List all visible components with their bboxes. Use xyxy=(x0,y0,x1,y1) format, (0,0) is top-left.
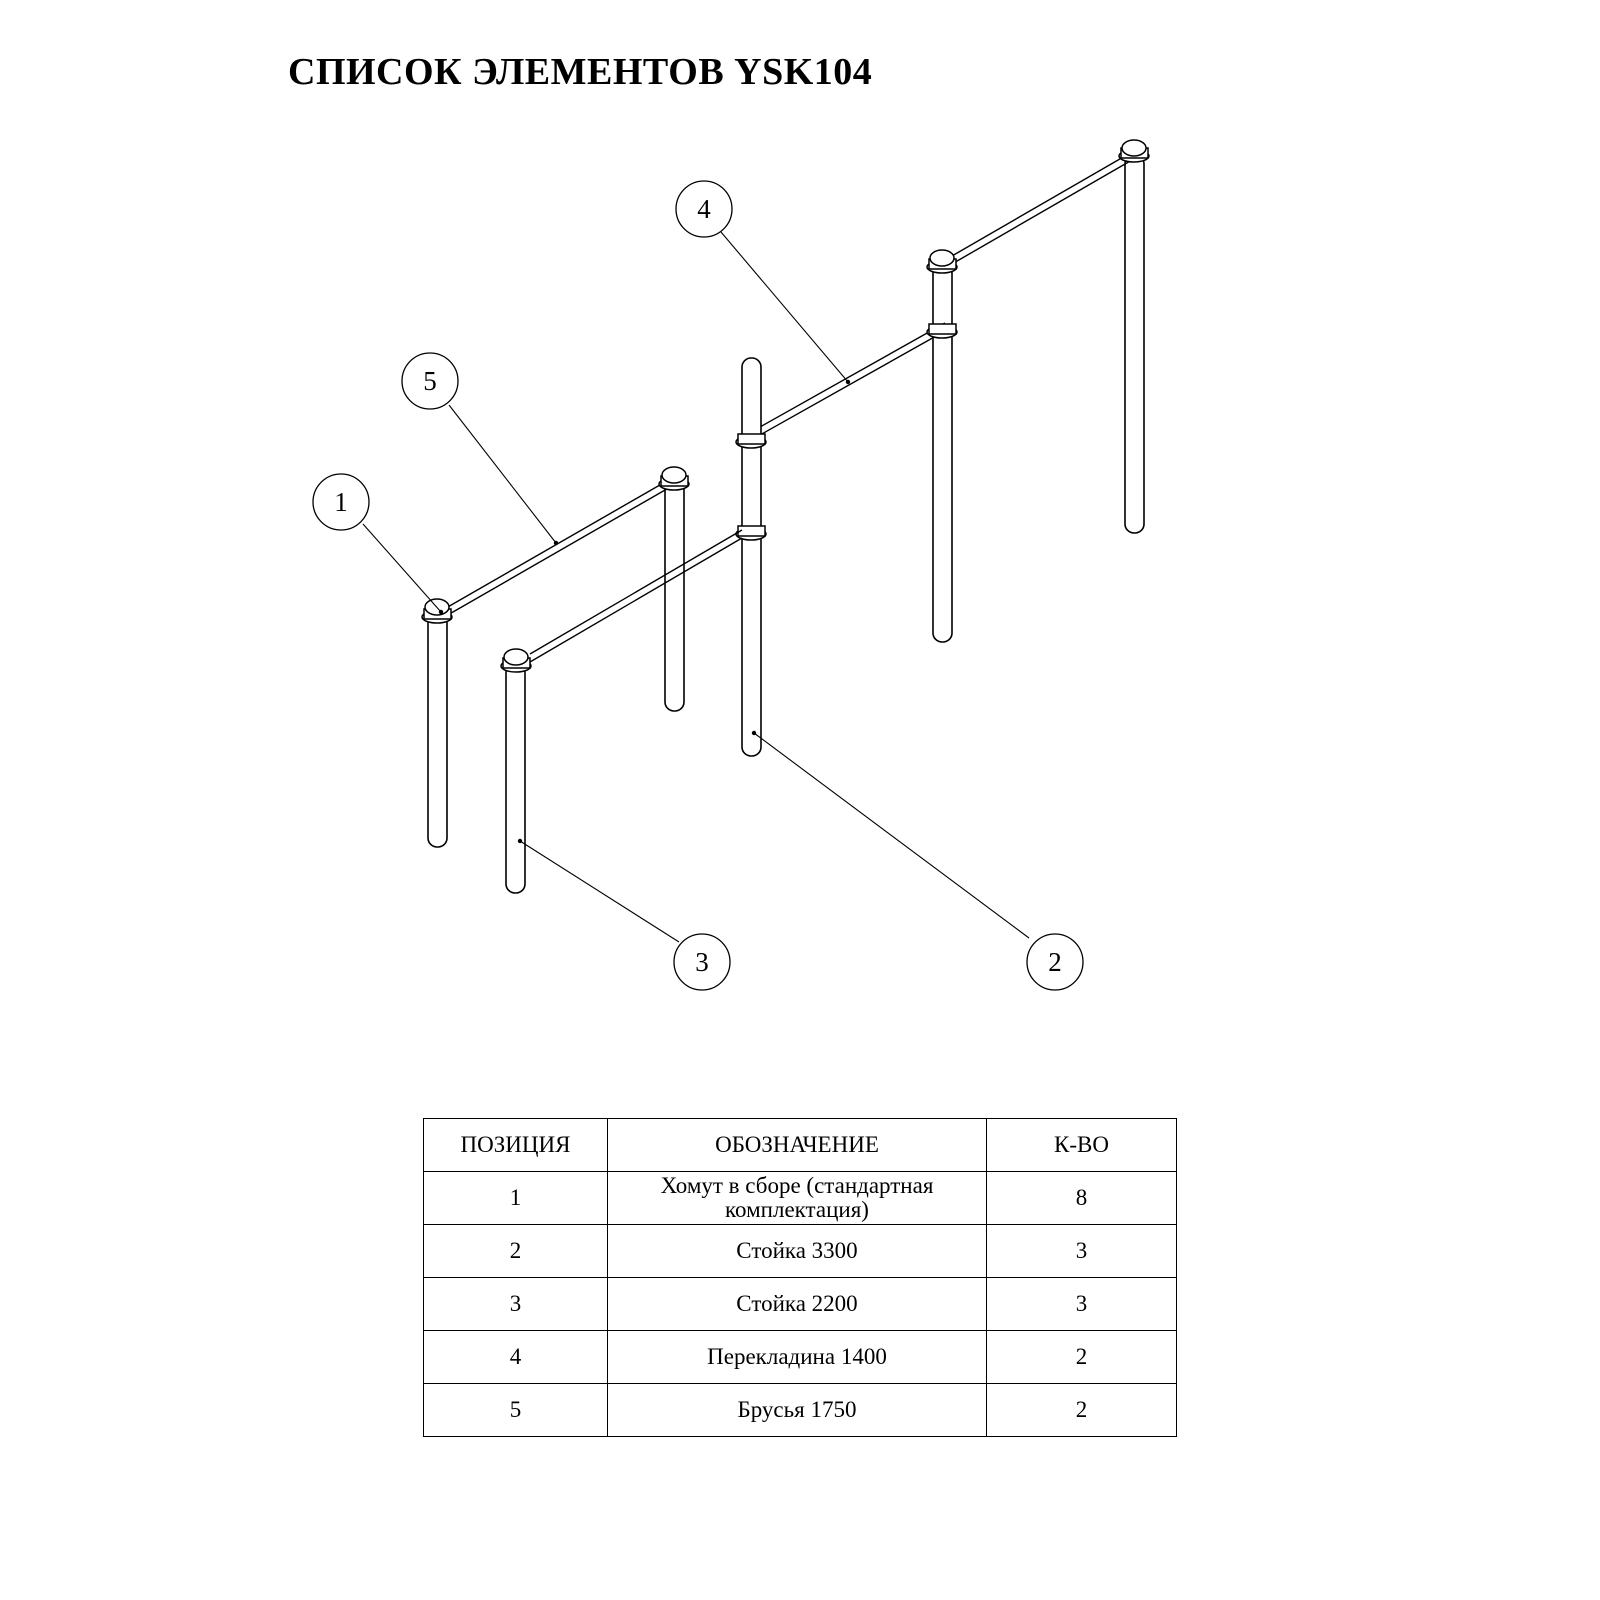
svg-text:5: 5 xyxy=(423,366,437,396)
cell-position: 5 xyxy=(423,1383,608,1437)
crossbar-upper xyxy=(944,151,1133,269)
header-qty: К-ВО xyxy=(986,1118,1177,1172)
clamp-icon xyxy=(926,249,958,274)
cell-position: 4 xyxy=(423,1330,608,1384)
post-short-left xyxy=(427,611,448,848)
cell-position: 1 xyxy=(423,1171,608,1225)
leader-lines xyxy=(362,231,1030,943)
parts-table: ПОЗИЦИЯ ОБОЗНАЧЕНИЕ К-ВО 1 Хомут в сборе… xyxy=(423,1118,1177,1437)
page-title: СПИСОК ЭЛЕМЕНТОВ YSK104 xyxy=(288,51,873,93)
cell-name: Брусья 1750 xyxy=(607,1383,987,1437)
table-row: 1 Хомут в сборе (стандартная комплектаци… xyxy=(423,1171,1177,1225)
cell-qty: 2 xyxy=(986,1383,1177,1437)
cell-name: Стойка 2200 xyxy=(607,1277,987,1331)
svg-text:3: 3 xyxy=(695,947,709,977)
svg-text:1: 1 xyxy=(334,487,348,517)
parallel-bar-front xyxy=(529,529,743,663)
cell-qty: 2 xyxy=(986,1330,1177,1384)
table-row: 2 Стойка 3300 3 xyxy=(423,1224,1177,1278)
cell-qty: 3 xyxy=(986,1277,1177,1331)
svg-text:4: 4 xyxy=(697,194,711,224)
clamp-icon xyxy=(926,323,958,339)
assembly-drawing: .pole { fill: #ffffff; stroke: #000; str… xyxy=(312,139,1150,991)
cell-name: Перекладина 1400 xyxy=(607,1330,987,1384)
cell-name: Хомут в сборе (стандартная комплектация) xyxy=(607,1171,987,1225)
post-short-rear xyxy=(664,477,685,712)
clamp-icon xyxy=(735,433,767,449)
post-short-front xyxy=(505,662,526,894)
callout-4: 4 xyxy=(675,180,733,238)
clamp-icon xyxy=(658,466,690,491)
header-name: ОБОЗНАЧЕНИЕ xyxy=(607,1118,987,1172)
clamp-icon xyxy=(735,525,767,541)
cell-qty: 8 xyxy=(986,1171,1177,1225)
table-row: 5 Брусья 1750 2 xyxy=(423,1383,1177,1437)
cell-name: Стойка 3300 xyxy=(607,1224,987,1278)
clamp-icon xyxy=(421,598,453,624)
svg-text:2: 2 xyxy=(1048,947,1062,977)
callout-2: 2 xyxy=(1026,933,1084,991)
header-position: ПОЗИЦИЯ xyxy=(423,1118,608,1172)
post-rear-right xyxy=(1124,154,1145,534)
table-row: 4 Перекладина 1400 2 xyxy=(423,1330,1177,1384)
callout-3: 3 xyxy=(673,933,731,991)
post-middle-right xyxy=(932,261,953,643)
crossbar-lower xyxy=(759,322,946,436)
table-row: 3 Стойка 2200 3 xyxy=(423,1277,1177,1331)
callout-1: 1 xyxy=(312,473,370,531)
cell-qty: 3 xyxy=(986,1224,1177,1278)
clamp-icon xyxy=(1118,139,1150,163)
cell-position: 3 xyxy=(423,1277,608,1331)
cell-position: 2 xyxy=(423,1224,608,1278)
callout-5: 5 xyxy=(401,352,459,410)
post-front-center xyxy=(741,357,762,757)
clamp-icon xyxy=(500,648,532,673)
parallel-bar-rear xyxy=(445,477,673,617)
table-header-row: ПОЗИЦИЯ ОБОЗНАЧЕНИЕ К-ВО xyxy=(423,1118,1177,1172)
